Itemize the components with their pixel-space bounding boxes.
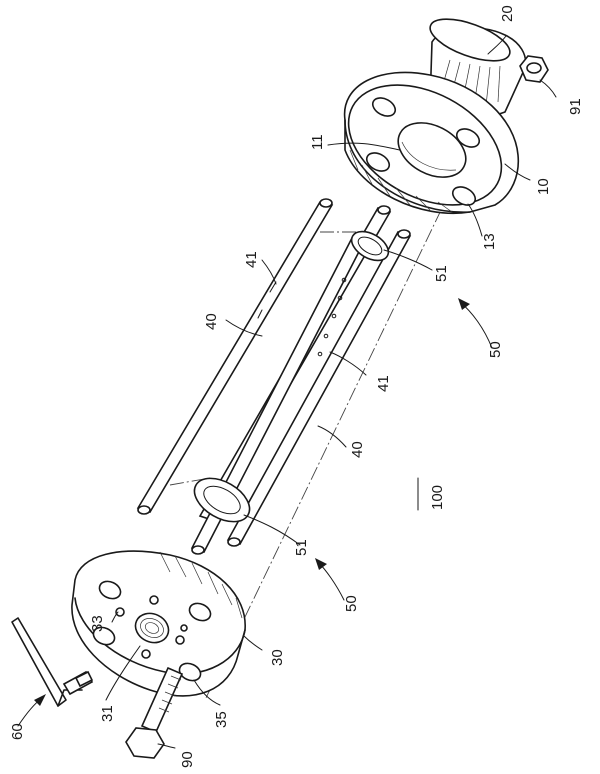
label-35: 35 (213, 711, 230, 728)
label-40-upper: 40 (203, 313, 220, 330)
label-11: 11 (309, 134, 326, 150)
upper-flange-assembly (328, 11, 525, 230)
label-91: 91 (567, 98, 584, 115)
label-31: 31 (99, 705, 116, 722)
label-41-lower: 41 (375, 375, 392, 392)
label-90: 90 (179, 751, 196, 768)
label-100: 100 (429, 485, 446, 510)
label-10: 10 (535, 178, 552, 195)
arrow-50-upper (458, 298, 492, 348)
label-60: 60 (9, 723, 26, 740)
label-51-lower: 51 (293, 539, 310, 556)
label-40-lower: 40 (349, 441, 366, 458)
nut-part-91 (520, 56, 548, 82)
label-50-lower: 50 (343, 595, 360, 612)
arrow-60 (18, 694, 46, 726)
label-33: 33 (89, 615, 106, 632)
label-41-upper: 41 (243, 251, 260, 268)
label-30: 30 (269, 649, 286, 666)
label-13: 13 (481, 233, 498, 250)
arrow-50-lower (315, 558, 344, 600)
label-20: 20 (499, 5, 516, 22)
label-50-upper: 50 (487, 341, 504, 358)
label-51-upper: 51 (433, 265, 450, 282)
